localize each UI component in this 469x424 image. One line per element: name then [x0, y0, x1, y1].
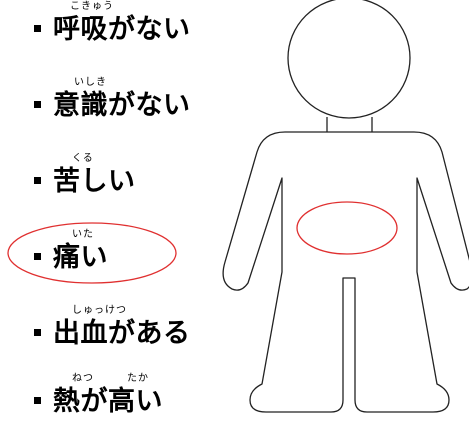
- ruby-ishiki: いしき: [74, 77, 107, 88]
- ruby-kokyuu: こきゅう: [70, 1, 114, 12]
- abdomen-highlight-ellipse: [296, 201, 398, 255]
- symptom-label: 呼吸がない: [53, 14, 191, 45]
- head-outline: [287, 0, 411, 119]
- human-body-outline-icon: [222, 0, 469, 413]
- symptom-label: 苦しい: [53, 166, 136, 197]
- ruby-netsu-taka: ねつ たか: [72, 373, 149, 384]
- square-bullet-icon: [34, 177, 41, 184]
- ruby-kuru: くる: [72, 153, 94, 164]
- symptom-label: 出血がある: [53, 318, 191, 349]
- symptom-label: 熱が高い: [53, 386, 163, 417]
- pain-highlight-ellipse: [7, 222, 177, 284]
- ruby-shukketsu: しゅっけつ: [72, 305, 127, 316]
- symptom-label: 痛い: [53, 242, 108, 273]
- square-bullet-icon: [34, 101, 41, 108]
- square-bullet-icon: [34, 253, 41, 260]
- symptom-label: 意識がない: [53, 90, 191, 121]
- ruby-ita: いた: [72, 229, 94, 240]
- square-bullet-icon: [34, 25, 41, 32]
- square-bullet-icon: [34, 397, 41, 404]
- square-bullet-icon: [34, 329, 41, 336]
- body-outline: [222, 131, 469, 413]
